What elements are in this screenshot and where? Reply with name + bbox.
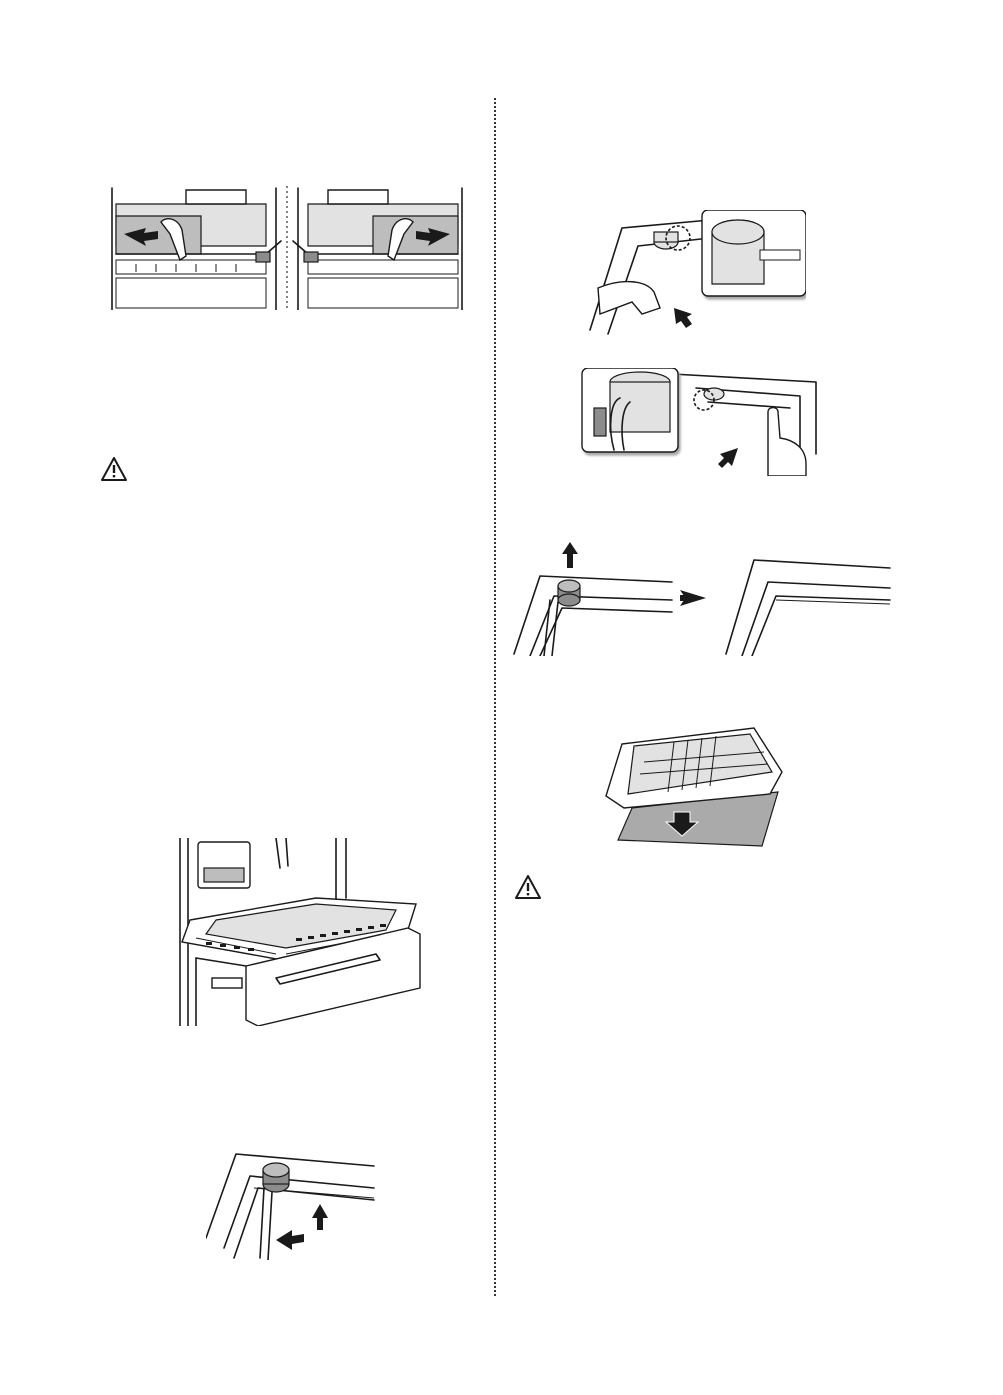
- drawer-open-illustration: [176, 838, 432, 1026]
- lift-before: [514, 542, 672, 656]
- column-divider: [494, 98, 496, 1296]
- filter-cap-pull-illustration: [206, 1148, 376, 1260]
- shelf-right-panel: [293, 188, 462, 310]
- lift-after: [726, 560, 890, 656]
- filter-cap-detach-illustration: [582, 210, 806, 336]
- shelf-removal-illustration: [106, 186, 468, 310]
- filter-cap-lift-illustration: [510, 538, 892, 656]
- warning-triangle-icon: [514, 874, 542, 900]
- shelf-left-panel: [106, 186, 286, 310]
- filter-cap-press-illustration: [580, 368, 818, 476]
- filter-pad-removal-illustration: [604, 722, 784, 850]
- warning-triangle-icon: [100, 456, 128, 482]
